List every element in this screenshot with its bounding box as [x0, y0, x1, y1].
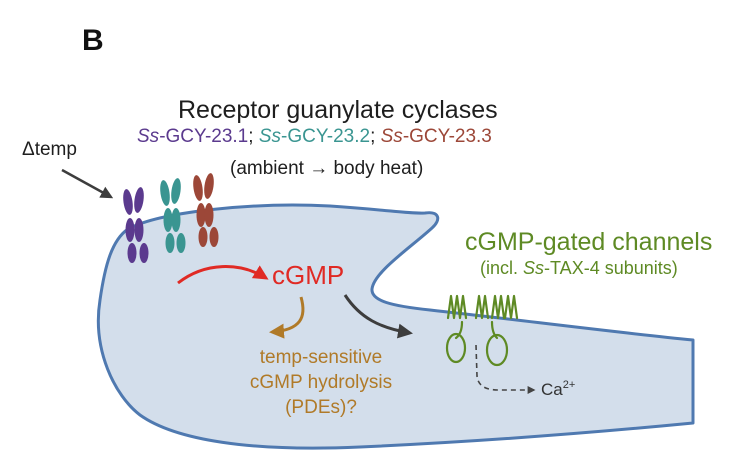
- isoform-1: Ss-GCY-23.1: [137, 126, 249, 147]
- stimulus-label: Δtemp: [22, 139, 77, 160]
- cgmp-gated-channel: [445, 294, 519, 367]
- receptor-condition: (ambient → body heat): [230, 158, 424, 179]
- receptor-isoform-list: Ss-GCY-23.1; Ss-GCY-23.2; Ss-GCY-23.3: [137, 126, 492, 147]
- panel-label: B: [82, 24, 104, 57]
- hydrolysis-line-3: (PDEs)?: [285, 397, 357, 418]
- synthesis-arrow: [177, 265, 269, 285]
- channel-subtitle: (incl. Ss-TAX-4 subunits): [480, 258, 678, 278]
- channel-title: cGMP-gated channels: [465, 228, 713, 256]
- stimulus-arrow: [61, 168, 114, 199]
- cell-body: [96, 203, 695, 450]
- isoform-3: Ss-GCY-23.3: [380, 126, 492, 147]
- receptor-gcy-23-2: [160, 178, 186, 253]
- channel-activation-arrow: [343, 294, 413, 339]
- hydrolysis-line-1: temp-sensitive: [259, 347, 383, 368]
- hydrolysis-arrow: [269, 296, 305, 339]
- receptor-title: Receptor guanylate cyclases: [178, 96, 498, 124]
- cgmp-label: cGMP: [272, 260, 345, 290]
- hydrolysis-line-2: cGMP hydrolysis: [249, 372, 393, 393]
- calcium-flux-arrow: [475, 344, 536, 394]
- isoform-2: Ss-GCY-23.2: [258, 126, 371, 147]
- receptor-gcy-23-3: [193, 173, 219, 247]
- calcium-ion-label: Ca2+: [541, 379, 576, 399]
- receptor-gcy-23-1: [123, 187, 149, 263]
